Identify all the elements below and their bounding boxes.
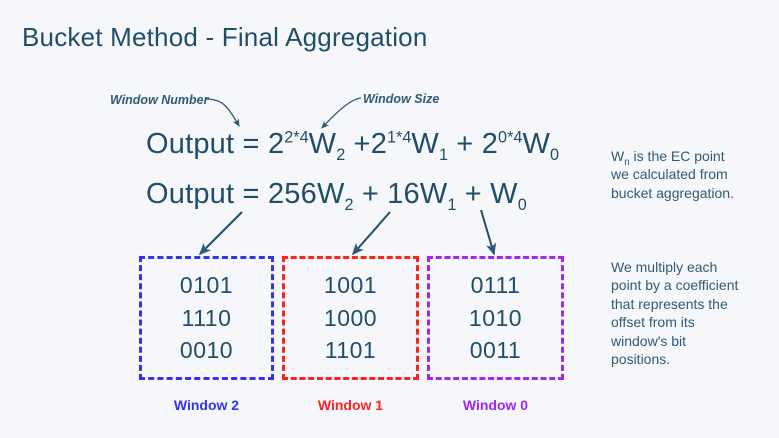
- window-box-window-2[interactable]: 0101 1110 0010: [139, 256, 274, 380]
- leader-line-window-number: [205, 98, 240, 127]
- equation-2-plus-2: +: [464, 178, 482, 210]
- term-3-point: W: [490, 178, 518, 210]
- bit-row: 0011: [469, 337, 522, 364]
- equation-1-term-3: 20*4W0: [481, 128, 559, 163]
- window-box-window-0[interactable]: 0111 1010 0011: [427, 256, 564, 380]
- note-paragraph-1-text: is the EC point we calculated from bucke…: [611, 148, 734, 201]
- term-3-base: 2: [481, 128, 499, 160]
- equation-1-equals: =: [242, 128, 260, 160]
- bit-row: 1010: [468, 304, 523, 331]
- equation-1-term-2: 21*4W1: [370, 128, 448, 163]
- equation-2-term-3: W0: [490, 178, 527, 213]
- equation-1-lhs: Output: [146, 128, 235, 160]
- term-3-point-index: 0: [550, 145, 560, 164]
- note-paragraph-2: We multiply each point by a coefficient …: [611, 259, 739, 368]
- bit-row: 0101: [179, 272, 234, 299]
- window-caption-window-0: Window 0: [462, 397, 529, 413]
- note-symbol-subscript: n: [624, 156, 630, 168]
- annotation-window-size: Window Size: [363, 92, 440, 106]
- annotation-window-number: Window Number: [110, 93, 209, 107]
- term-2-coefficient: 16: [387, 178, 420, 210]
- bit-row: 0111: [470, 272, 521, 299]
- note-paragraph-1: Wn is the EC point we calculated from bu…: [611, 147, 743, 202]
- term-1-point-index: 2: [336, 145, 346, 164]
- term-2-point: W: [419, 178, 448, 210]
- term-1-point-index: 2: [344, 195, 354, 214]
- term-3-point-index: 0: [517, 195, 527, 214]
- equation-2-lhs: Output: [146, 178, 235, 210]
- equation-2-plus-1: +: [361, 178, 379, 210]
- bit-row: 1001: [323, 272, 378, 299]
- window-caption-window-2: Window 2: [173, 397, 240, 413]
- term-1-coefficient: 256: [267, 178, 317, 210]
- bit-row: 1101: [324, 337, 377, 364]
- arrow-to-window-2: [198, 211, 243, 256]
- equation-1-plus-2: +: [456, 128, 474, 160]
- term-1-point: W: [308, 128, 337, 160]
- bit-row: 1000: [323, 304, 378, 331]
- leader-line-window-size: [321, 97, 362, 129]
- equation-2-equals: =: [242, 178, 260, 210]
- term-1-base: 2: [267, 128, 285, 160]
- term-3-point: W: [522, 128, 551, 160]
- term-3-exponent: 0*4: [498, 128, 523, 147]
- equation-evaluated: Output = 256W2 + 16W1 + W0: [146, 178, 527, 213]
- equation-expanded: Output = 22*4W2 +21*4W1 + 20*4W0: [146, 128, 559, 163]
- term-1-point: W: [316, 178, 345, 210]
- term-2-exponent: 1*4: [387, 128, 412, 147]
- equation-1-term-1: 22*4W2: [267, 128, 345, 163]
- term-1-exponent: 2*4: [284, 128, 309, 147]
- term-2-point-index: 1: [439, 145, 449, 164]
- arrow-to-window-1: [351, 211, 391, 256]
- note-symbol-w: W: [611, 148, 625, 164]
- bit-row: 1110: [181, 304, 232, 331]
- window-caption-window-1: Window 1: [317, 397, 384, 413]
- equation-2-term-1: 256W2: [267, 178, 354, 213]
- bit-row: 0010: [179, 337, 234, 364]
- window-box-window-1[interactable]: 1001 1000 1101: [282, 256, 419, 380]
- term-2-point: W: [411, 128, 439, 160]
- equation-1-plus-1: +: [353, 128, 371, 160]
- page-title: Bucket Method - Final Aggregation: [22, 22, 428, 52]
- term-2-point-index: 1: [447, 195, 457, 214]
- term-2-base: 2: [370, 128, 388, 160]
- equation-2-term-2: 16W1: [387, 178, 456, 213]
- arrow-to-window-0: [480, 209, 497, 256]
